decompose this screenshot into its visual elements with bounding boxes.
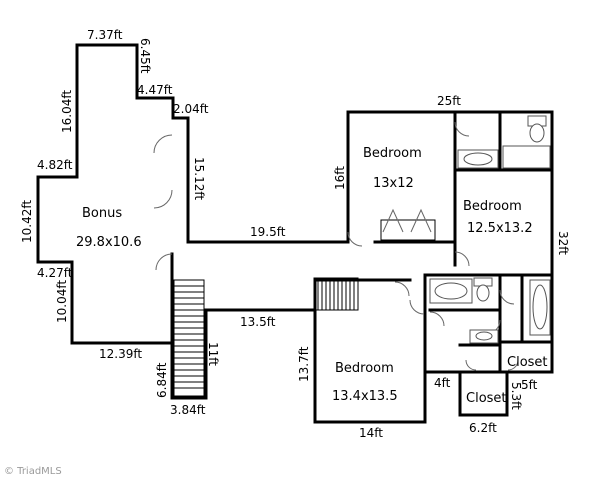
closet-bifold-doors [380,208,436,241]
bonus-room-name: Bonus [82,206,122,221]
dim-label: 15.12ft [192,157,206,200]
dim-label: 4.47ft [137,83,173,97]
dim-label: 7.37ft [87,28,123,42]
dim-label: 19.5ft [250,225,286,239]
dim-label: 5ft [521,378,538,392]
dim-label: 16.04ft [60,90,74,133]
dim-label: 32ft [556,231,570,255]
stairs-center [313,277,359,311]
bedroom-top-size: 13x12 [373,176,414,191]
dim-label: 16ft [333,166,347,190]
bedroom-top-name: Bedroom [363,146,422,161]
dim-label: 25ft [437,94,461,108]
dim-label: 6.45ft [138,38,152,74]
bedroom-bottom-size: 13.4x13.5 [332,389,398,404]
stairs-left [173,279,205,397]
dim-label: 10.42ft [20,200,34,243]
exterior-walls [36,43,554,424]
dim-label: 13.5ft [240,315,276,329]
bedroom-right-name: Bedroom [463,199,522,214]
dim-label: 14ft [359,426,383,440]
dim-label: 6.2ft [469,421,497,435]
dim-label: 3.84ft [170,403,206,417]
closet-bottom-name: Closet [466,391,507,406]
closet-right-name: Closet [507,355,548,370]
dim-label: 4.27ft [37,266,73,280]
dim-label: 12.39ft [99,347,142,361]
dim-label: 13.7ft [297,346,311,382]
dim-label: 4.82ft [37,158,73,172]
dim-label: 10.04ft [55,280,69,323]
dim-label: 11ft [206,342,220,366]
bedroom-bottom-name: Bedroom [335,361,394,376]
dim-label: 6.84ft [155,362,169,398]
dim-label: 2.04ft [173,102,209,116]
dim-label: 4ft [434,376,451,390]
watermark: © TriadMLS [4,466,62,477]
bedroom-right-size: 12.5x13.2 [467,221,533,236]
bath-fixtures [429,115,551,344]
dim-label: 5.3ft [509,382,523,410]
bonus-room-size: 29.8x10.6 [76,235,142,250]
